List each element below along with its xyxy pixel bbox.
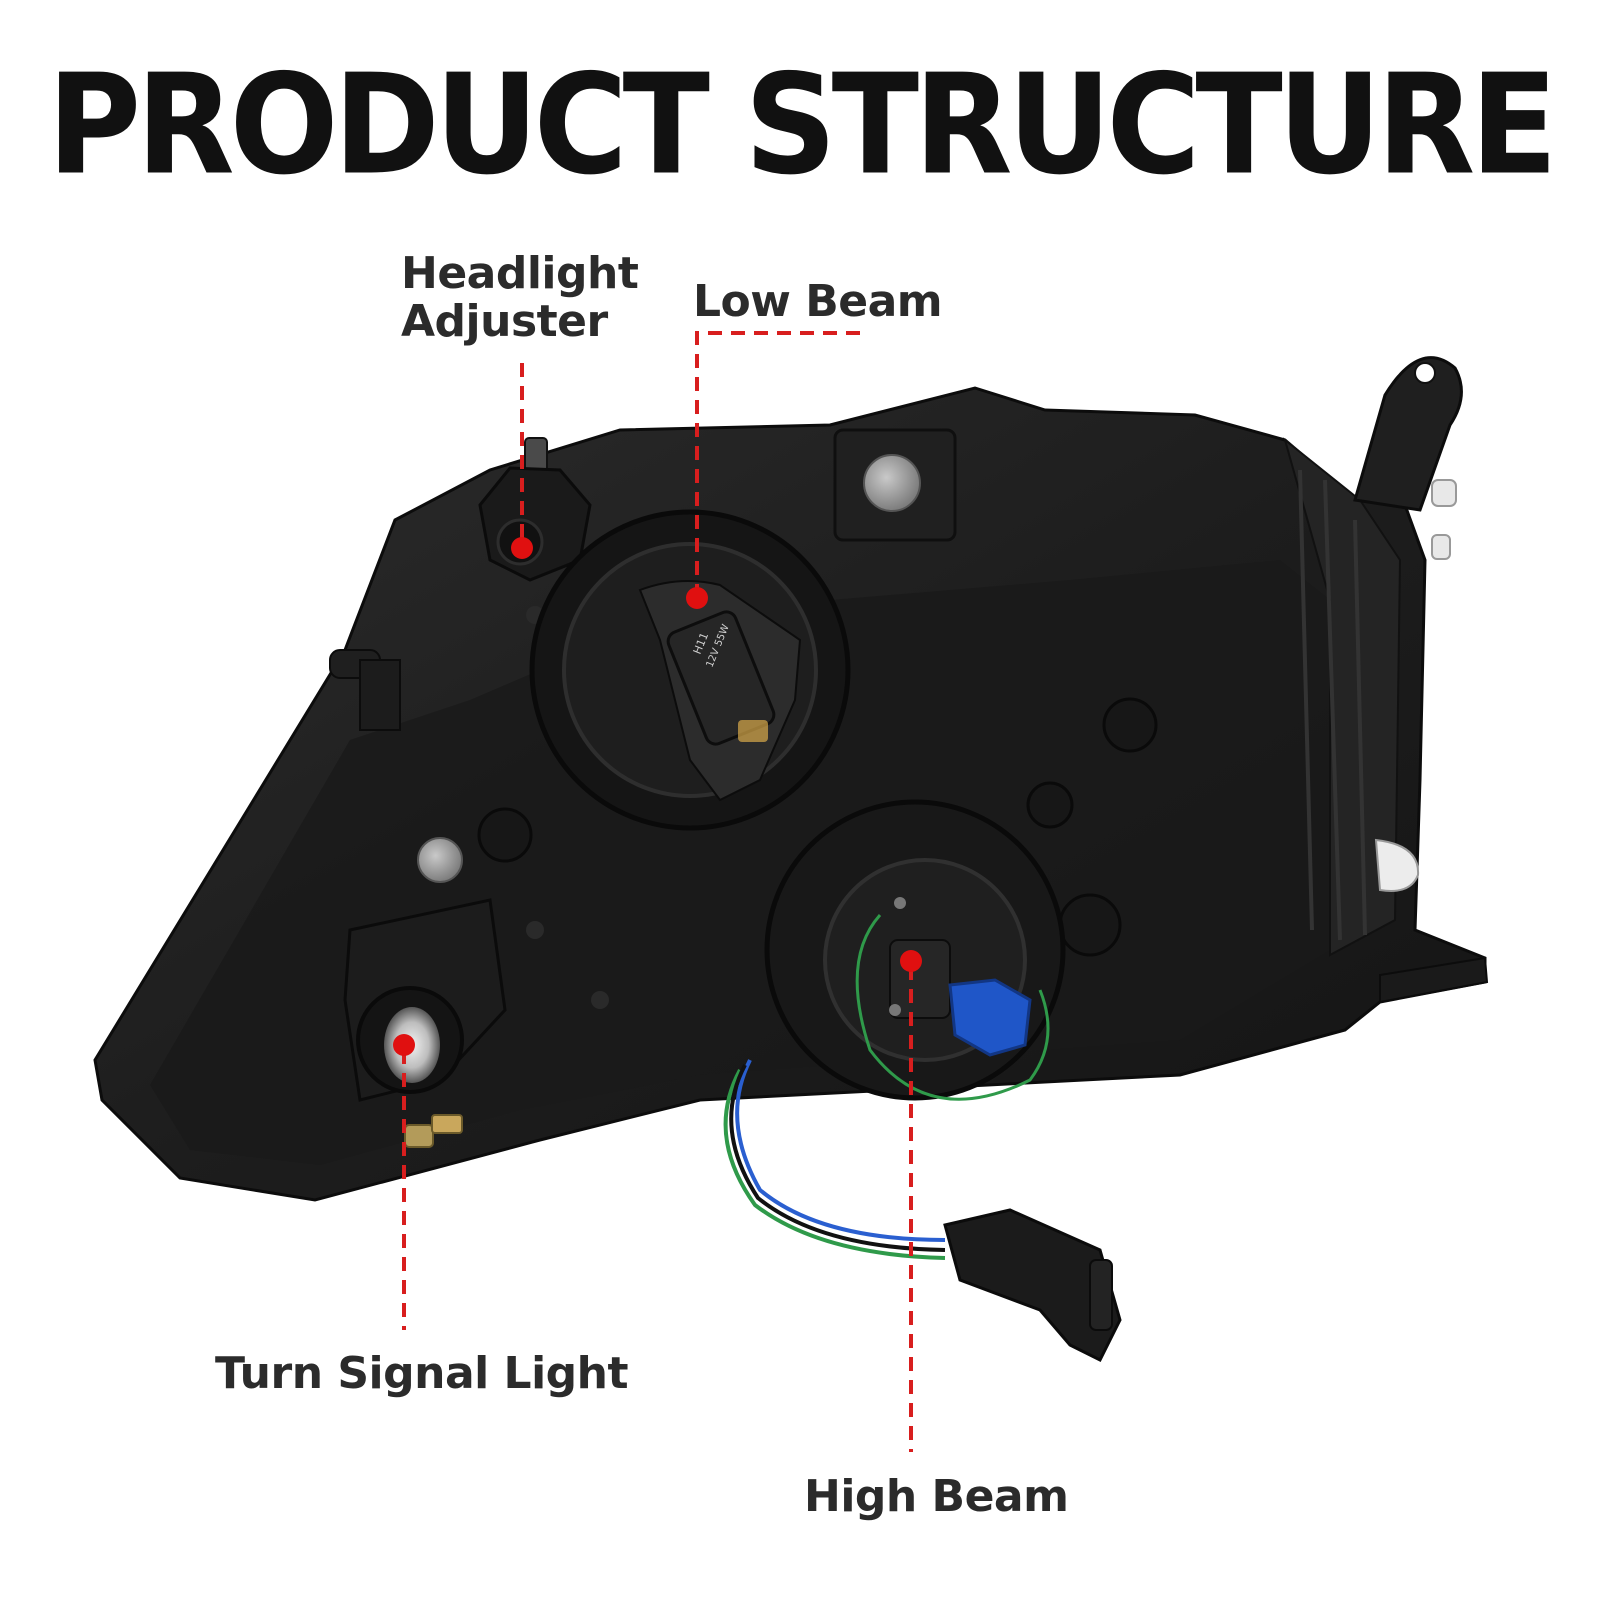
- low-beam-label: Low Beam: [693, 276, 943, 327]
- high-beam-marker-dot: [900, 950, 922, 972]
- low-beam-leader-line: [695, 331, 860, 598]
- headlight-adjuster-label-line1: Headlight: [401, 248, 639, 299]
- callout-leaders: [402, 331, 913, 1452]
- low-beam-socket: H11 12V 55W: [529, 509, 851, 831]
- wiring-harness: [723, 1059, 1122, 1363]
- headlight-adjuster-label-line2: Adjuster: [401, 295, 608, 347]
- turn-signal-marker-dot: [393, 1034, 415, 1056]
- adjuster-marker-dot: [511, 537, 533, 559]
- high-beam-label: High Beam: [804, 1471, 1069, 1522]
- low-beam-marker-dot: [686, 587, 708, 609]
- diagram-title: PRODUCT STRUCTURE: [47, 44, 1557, 206]
- high-beam-socket: [764, 799, 1066, 1101]
- turn-signal-light-label: Turn Signal Light: [215, 1348, 629, 1399]
- callout-markers: [393, 537, 922, 1056]
- headlight-adjuster-label: Headlight Adjuster: [401, 248, 639, 347]
